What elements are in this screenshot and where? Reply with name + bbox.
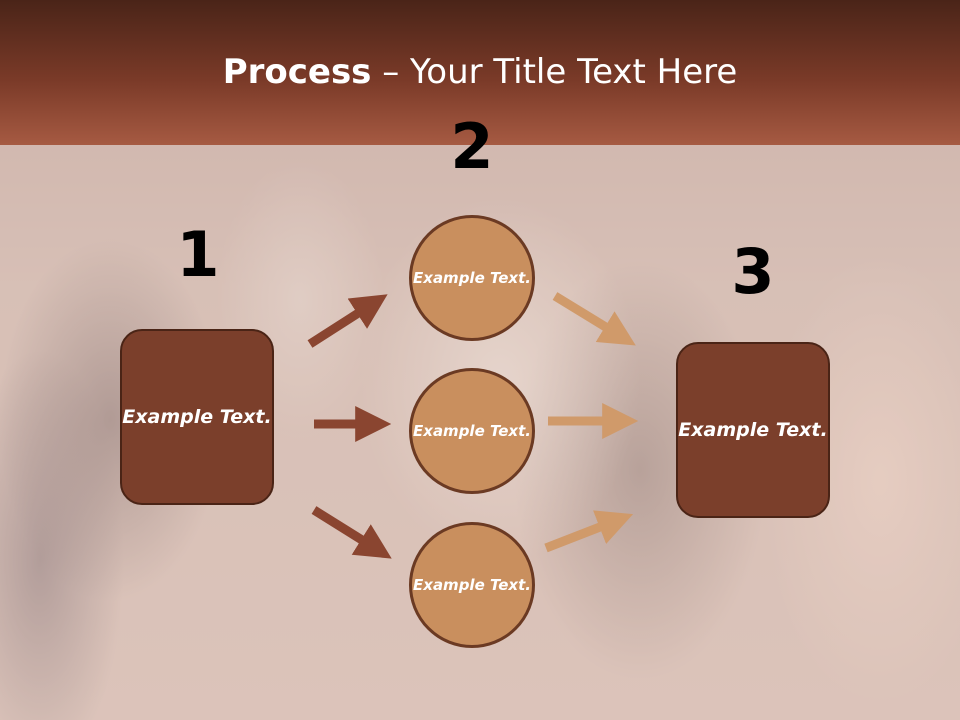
- step-2-number: 2: [450, 110, 494, 183]
- step-1-box: Example Text.: [120, 329, 274, 505]
- arrow-1-to-2a: [307, 294, 388, 348]
- step-2-circle-middle-label: Example Text.: [413, 421, 531, 440]
- step-3-label: Example Text.: [678, 418, 828, 441]
- title-bar: [0, 0, 960, 145]
- step-2-circle-middle: Example Text.: [409, 368, 535, 494]
- step-1-number: 1: [176, 218, 220, 291]
- step-3-number: 3: [731, 235, 775, 308]
- step-2-circle-top: Example Text.: [409, 215, 535, 341]
- step-2-circle-top-label: Example Text.: [413, 268, 531, 287]
- step-1-label: Example Text.: [122, 405, 272, 428]
- arrow-2a-to-3: [552, 292, 636, 346]
- step-3-box: Example Text.: [676, 342, 830, 518]
- arrow-2c-to-3: [544, 510, 634, 553]
- step-2-circle-bottom-label: Example Text.: [413, 575, 531, 594]
- arrow-1-to-2c: [311, 506, 392, 559]
- title-bold: Process: [222, 52, 372, 92]
- step-2-circle-bottom: Example Text.: [409, 522, 535, 648]
- title-rest: – Your Title Text Here: [371, 52, 738, 92]
- slide-title: Process – Your Title Text Here: [0, 52, 960, 92]
